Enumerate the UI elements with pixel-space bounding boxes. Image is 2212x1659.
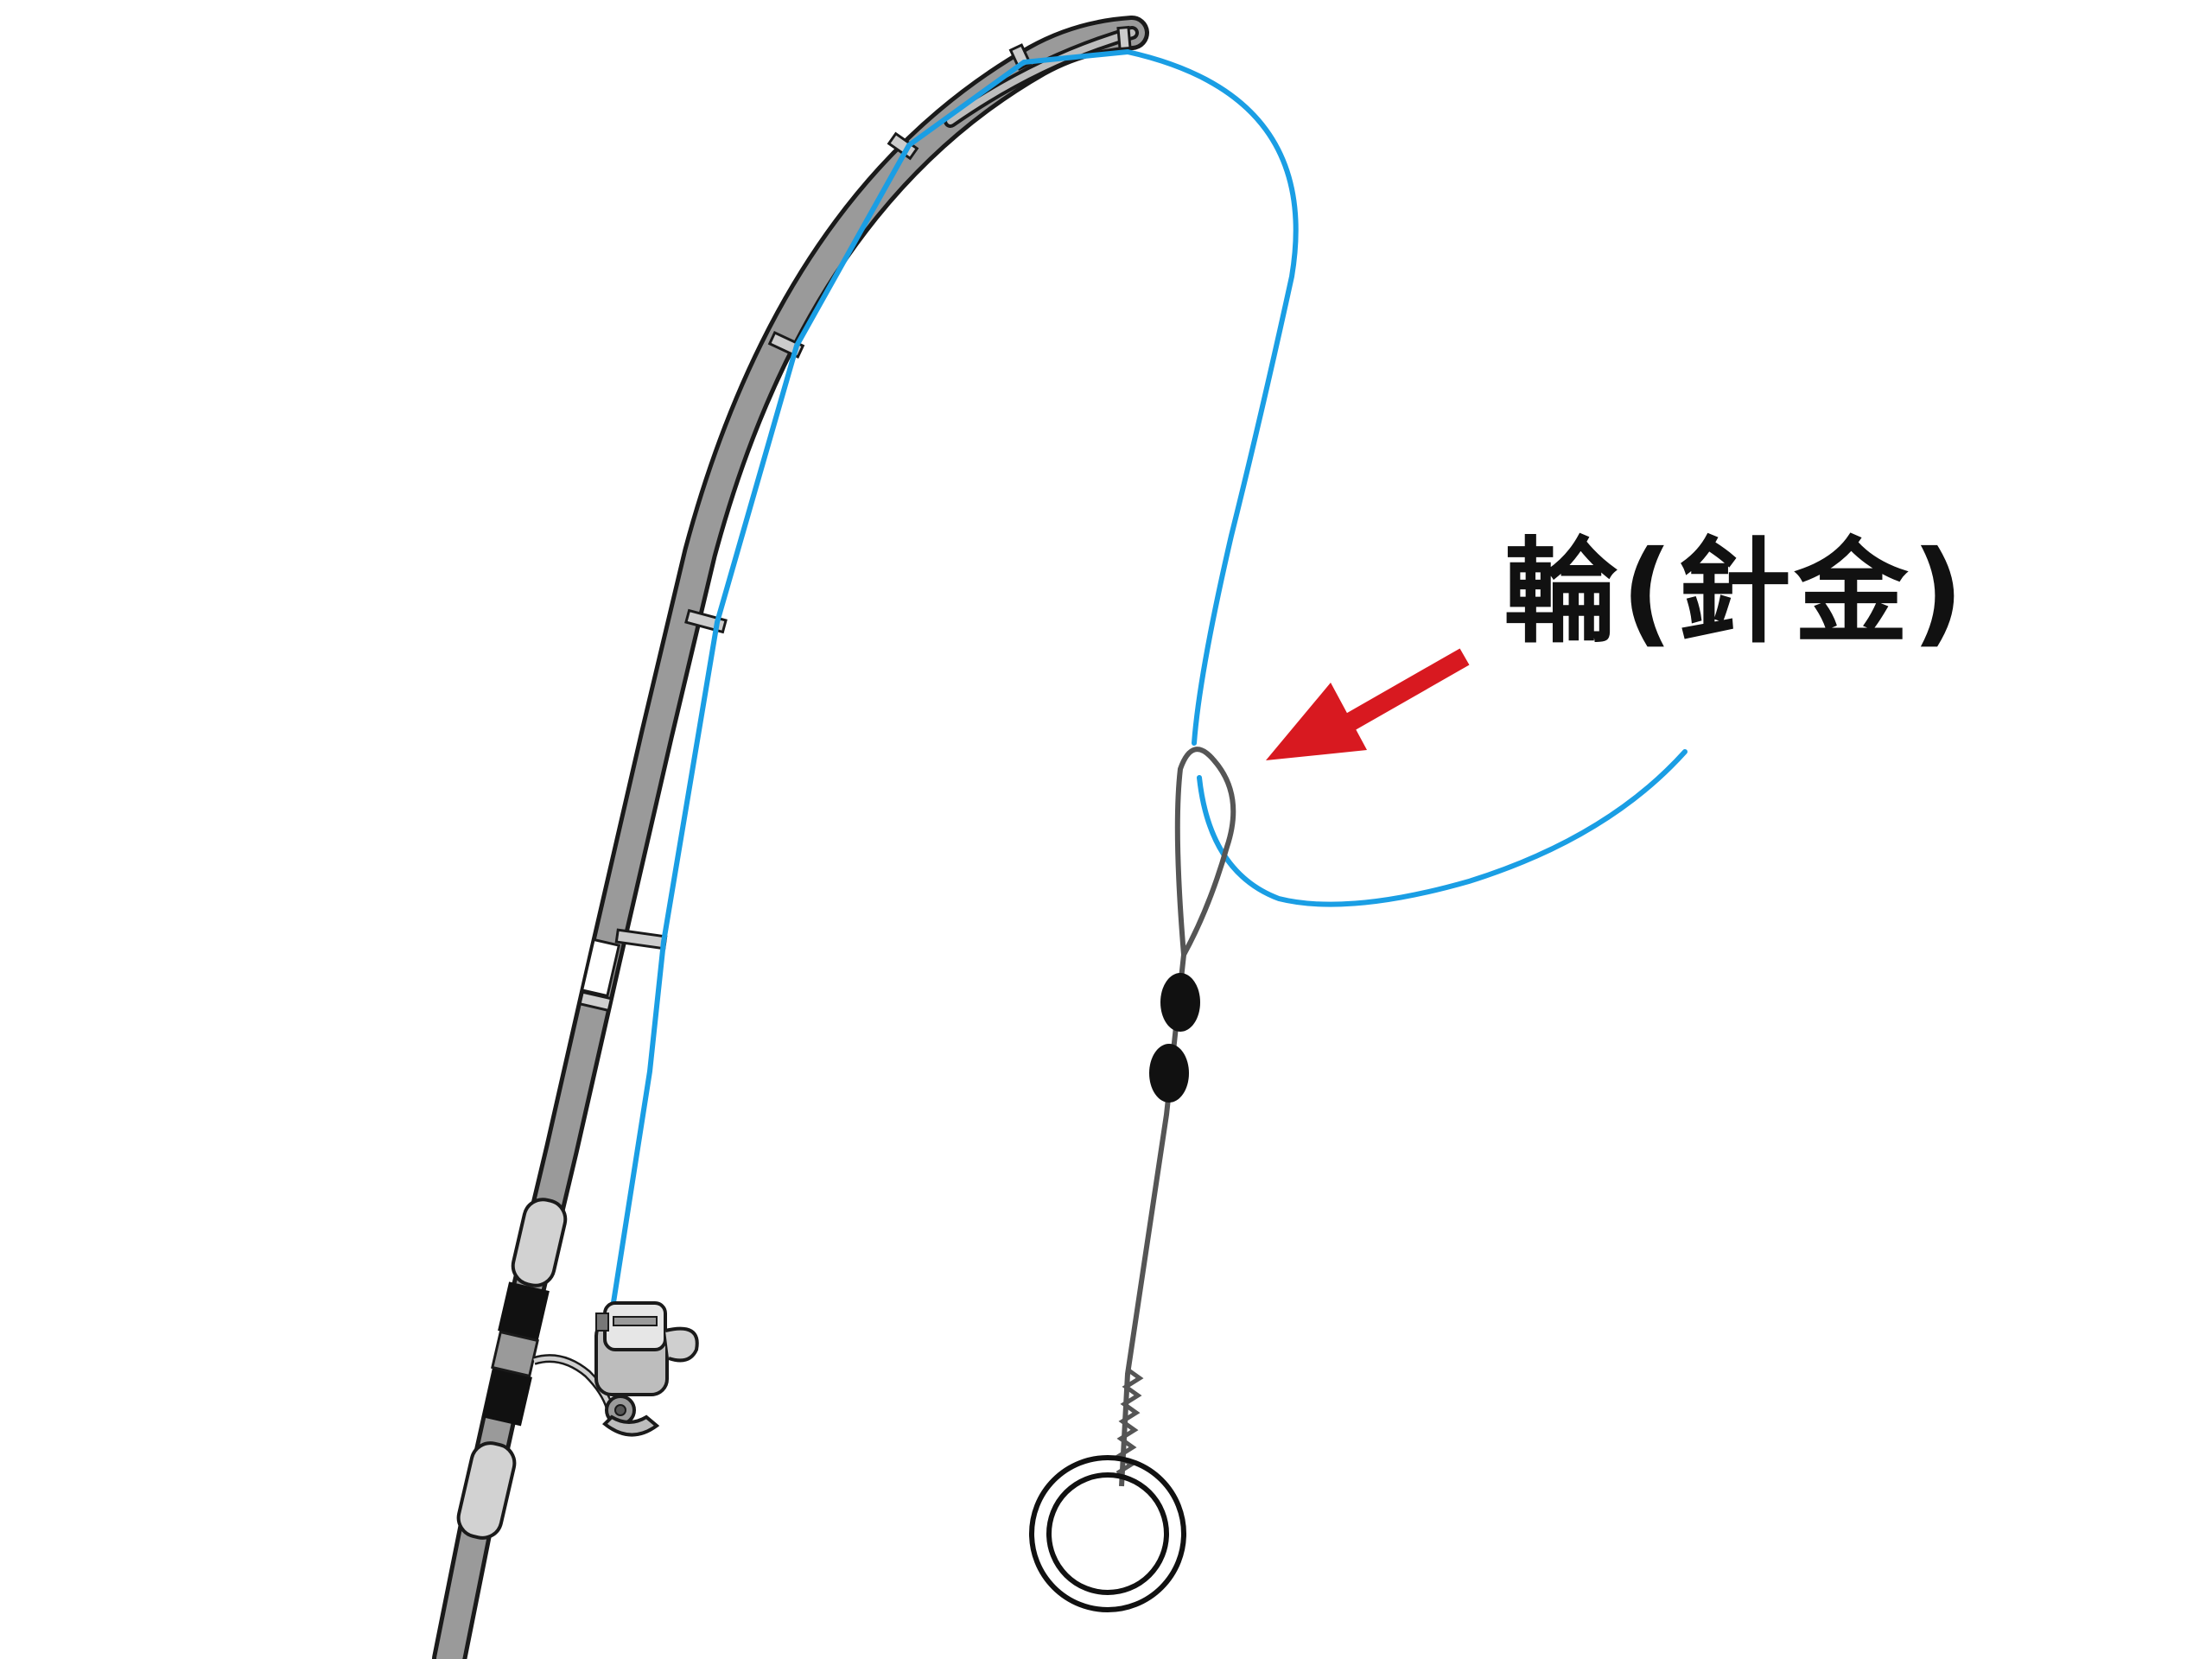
- weight-lower: [1149, 1044, 1189, 1103]
- rod-tip-core: [947, 29, 1135, 124]
- rod-ferrule: [580, 938, 621, 998]
- fishing-rod-icon: [432, 16, 1149, 1659]
- reel-bail: [664, 1326, 699, 1363]
- rod-rear-grip: [456, 1441, 517, 1540]
- label-wire-ring: 輪(針金): [1503, 526, 1967, 659]
- weight-upper: [1160, 973, 1200, 1032]
- ring-icon: [1029, 1455, 1186, 1612]
- wire-shank: [1119, 954, 1186, 1487]
- line-to-loop: [1125, 49, 1299, 746]
- reel-seat-lower: [482, 1368, 532, 1427]
- reel-seat-upper: [498, 1281, 550, 1340]
- reel-line-roller: [595, 1313, 609, 1332]
- ring-inner: [1046, 1472, 1169, 1595]
- rod-fore-grip: [511, 1198, 568, 1287]
- arrow-shaft: [1338, 648, 1470, 734]
- reel-seat-middle: [491, 1330, 539, 1378]
- guide-1: [1116, 25, 1132, 51]
- ring-outer: [1029, 1455, 1186, 1612]
- wire-loop: [1174, 747, 1236, 957]
- sinker-weights: [1149, 973, 1200, 1103]
- reel-spool-stripe: [613, 1316, 658, 1326]
- rod-core: [436, 20, 1145, 1659]
- fishing-line: [609, 49, 1688, 1316]
- spinning-reel-icon: [532, 1301, 699, 1437]
- reel-stem-core: [533, 1356, 613, 1409]
- rod-outline: [432, 16, 1149, 1659]
- wire-loop-icon: [1115, 747, 1236, 1487]
- rod-joint-band: [578, 990, 613, 1013]
- arrow-head: [1266, 683, 1367, 760]
- reel-foot: [602, 1414, 660, 1437]
- line-on-rod: [609, 49, 1130, 1316]
- line-through-loop: [1197, 749, 1688, 907]
- reel-handle-center: [614, 1404, 626, 1416]
- arrow-icon: [1266, 648, 1470, 760]
- rod-guides: [614, 25, 1132, 950]
- guide-3: [887, 131, 919, 161]
